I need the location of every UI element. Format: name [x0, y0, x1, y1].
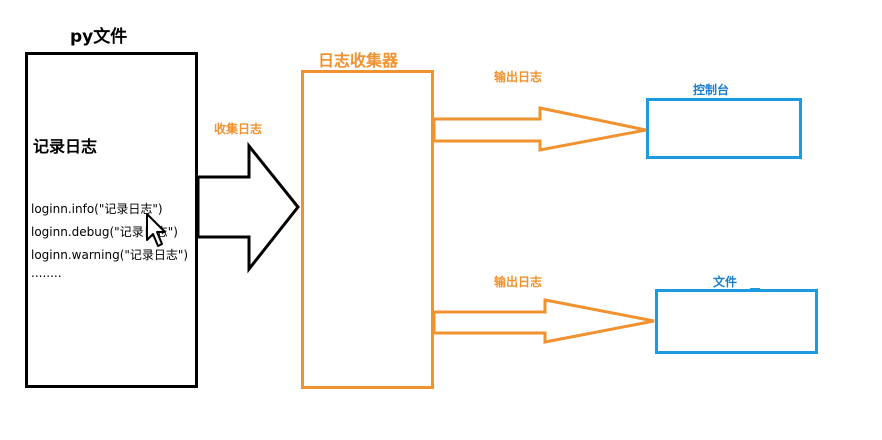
code-line-debug: loginn.debug("记录日志")	[31, 225, 178, 239]
collect-arrow	[196, 141, 300, 274]
py-file-title: py文件	[70, 27, 128, 47]
collector-title: 日志收集器	[318, 51, 399, 70]
code-line-info: loginn.info("记录日志")	[31, 202, 163, 216]
file-label: 文件	[713, 275, 738, 289]
output-log-label-file: 输出日志	[494, 275, 543, 289]
code-line-ellipsis: ........	[31, 266, 62, 280]
output-arrow-console	[432, 106, 647, 152]
output-log-label-console: 输出日志	[494, 70, 543, 84]
output-arrow-file	[432, 298, 655, 344]
code-line-warning: loginn.warning("记录日志")	[31, 248, 189, 262]
py-file-heading: 记录日志	[33, 137, 98, 156]
mouse-cursor-icon	[146, 213, 166, 247]
console-label: 控制台	[693, 83, 730, 97]
file-box	[655, 289, 818, 354]
collect-log-label: 收集日志	[214, 122, 263, 136]
console-box	[646, 98, 802, 159]
collector-box	[301, 70, 434, 389]
